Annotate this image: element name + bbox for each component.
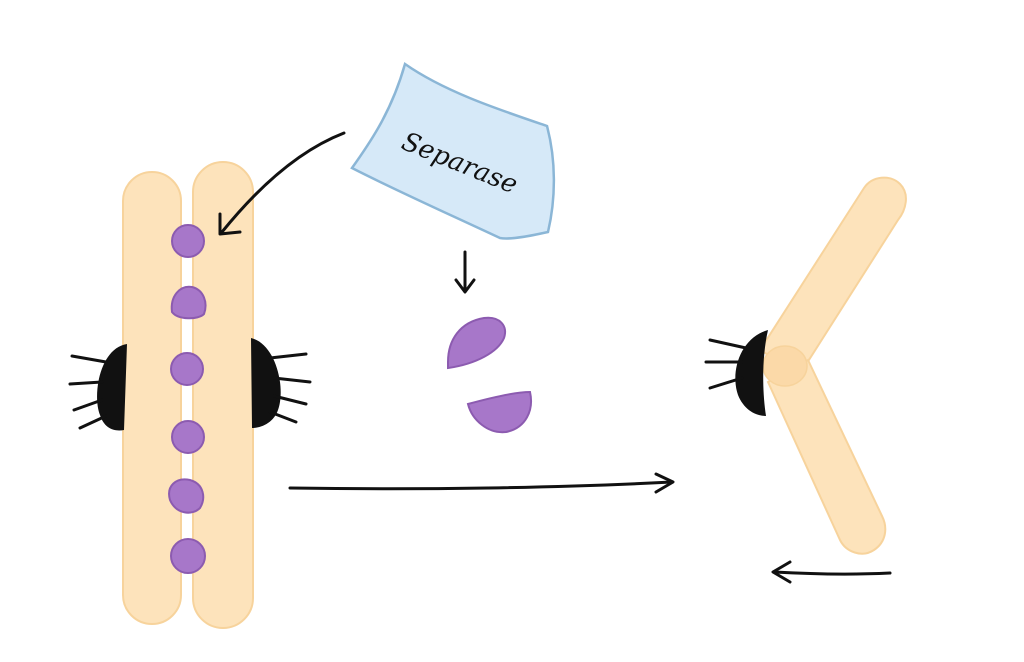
microtubule (708, 376, 744, 390)
sister-chromatid-pair (68, 161, 312, 629)
left-kinetochore (68, 344, 127, 431)
upper-arm (758, 176, 907, 376)
cohesin-complexes (168, 224, 207, 574)
microtubule (272, 394, 308, 406)
separated-chromatid (704, 176, 907, 555)
separase-card: Separase (350, 61, 556, 240)
kinetochore-plate (735, 330, 768, 416)
cohesin-ring (171, 420, 205, 454)
microtubule (70, 354, 108, 364)
cohesin-ring (171, 224, 205, 258)
cohesin-ring (168, 478, 205, 514)
progression-arrow (288, 472, 675, 494)
cohesin-fragment (447, 316, 506, 370)
cleaved-cohesin (447, 316, 532, 434)
microtubule (268, 352, 308, 360)
separase-to-cohesin-arrow (218, 131, 346, 236)
right-kinetochore (251, 338, 312, 428)
cohesin-ring (170, 352, 204, 386)
microtubule (68, 380, 104, 386)
microtubule (78, 414, 108, 430)
lower-arm (766, 358, 887, 555)
cleavage-arrow (454, 250, 476, 294)
kinetochore-plate (251, 338, 281, 428)
cohesin-fragment (466, 390, 532, 434)
microtubule (268, 410, 298, 424)
separase-card-shape (350, 61, 556, 240)
centromere (762, 345, 808, 387)
kinetochore-plate (97, 344, 127, 431)
microtubule (708, 338, 748, 350)
cohesin-ring (170, 285, 207, 320)
microtubule (72, 398, 104, 412)
cohesin-ring (170, 538, 206, 574)
pole-direction-arrow (771, 560, 892, 584)
microtubule (272, 376, 312, 384)
